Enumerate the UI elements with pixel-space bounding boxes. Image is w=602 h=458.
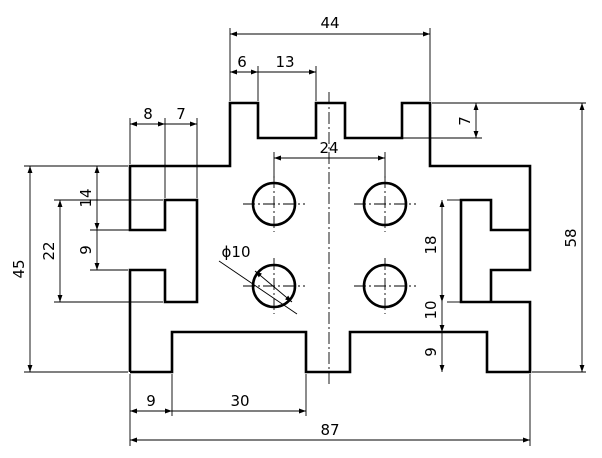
dimension-lines	[27, 31, 585, 443]
dim-label-8: 8	[143, 105, 153, 123]
dim-label-22: 22	[40, 241, 58, 260]
dim-label-6: 6	[237, 53, 247, 71]
dim-label-44: 44	[320, 14, 339, 32]
extension-lines	[24, 28, 586, 446]
dimension-labels: 44 6 13 8 7 24 7 58 45 22 14 9 ϕ10 18 10…	[10, 14, 580, 439]
dim-label-13: 13	[275, 53, 294, 71]
dim-label-14: 14	[77, 188, 95, 207]
dim-label-7-left: 7	[176, 105, 186, 123]
dim-label-7-right: 7	[456, 116, 474, 126]
part-outline	[128, 101, 532, 374]
dim-label-30: 30	[230, 392, 249, 410]
dim-label-dia-10: ϕ10	[222, 243, 251, 261]
dim-label-9-left: 9	[77, 245, 95, 255]
dim-label-24: 24	[319, 139, 338, 157]
dim-label-9-bottom: 9	[146, 392, 156, 410]
dim-label-45: 45	[10, 259, 28, 278]
dim-label-58: 58	[562, 228, 580, 247]
center-lines	[243, 92, 416, 384]
dim-label-10: 10	[422, 300, 440, 319]
dim-label-18: 18	[422, 235, 440, 254]
dim-label-9-right: 9	[422, 347, 440, 357]
dim-label-87: 87	[320, 421, 339, 439]
